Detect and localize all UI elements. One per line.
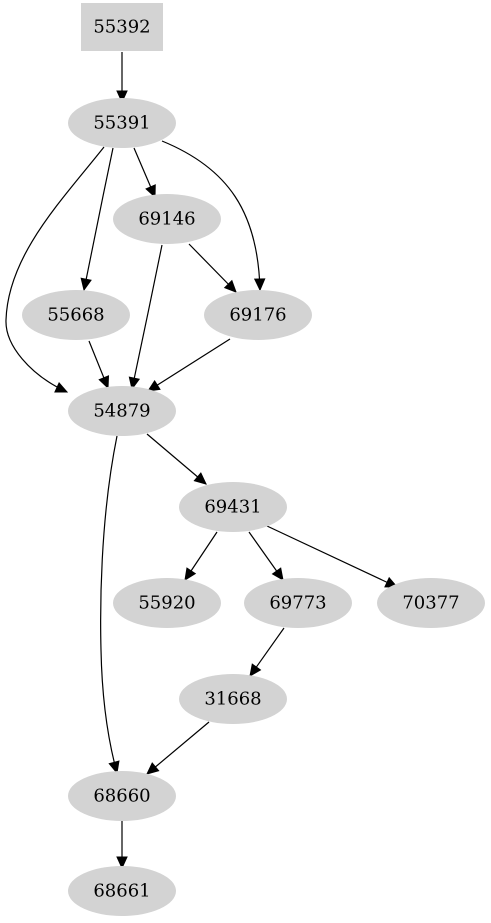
node-label: 69176 bbox=[229, 305, 286, 326]
node-ellipse bbox=[204, 290, 312, 340]
node-label: 55391 bbox=[93, 113, 150, 134]
edge-54879-69431 bbox=[146, 433, 207, 485]
edge-55391-55668 bbox=[80, 147, 114, 292]
arrowhead-icon bbox=[223, 279, 237, 293]
arrowhead-icon bbox=[116, 90, 128, 104]
node-69773: 69773 bbox=[244, 578, 352, 628]
node-label: 69146 bbox=[138, 209, 195, 230]
node-label: 68660 bbox=[93, 786, 150, 807]
node-68661: 68661 bbox=[68, 866, 176, 916]
arrowhead-icon bbox=[271, 567, 284, 581]
node-31668: 31668 bbox=[179, 674, 287, 724]
arrowhead-icon bbox=[146, 762, 160, 775]
arrowhead-icon bbox=[98, 375, 110, 390]
node-label: 68661 bbox=[93, 881, 150, 902]
arrowhead-icon bbox=[54, 381, 69, 393]
edge-31668-68660 bbox=[146, 721, 210, 775]
node-box bbox=[81, 3, 163, 51]
node-55920: 55920 bbox=[113, 578, 221, 628]
node-70377: 70377 bbox=[377, 578, 485, 628]
edge-line bbox=[146, 721, 210, 775]
node-ellipse bbox=[68, 866, 176, 916]
edge-line bbox=[5, 146, 105, 393]
node-label: 55668 bbox=[47, 305, 104, 326]
node-label: 70377 bbox=[402, 593, 459, 614]
node-ellipse bbox=[244, 578, 352, 628]
arrowhead-icon bbox=[184, 567, 197, 582]
node-label: 55920 bbox=[138, 593, 195, 614]
edge-line bbox=[83, 147, 114, 291]
node-ellipse bbox=[179, 674, 287, 724]
edge-55668-54879 bbox=[88, 340, 110, 390]
edge-69431-55920 bbox=[184, 531, 218, 582]
node-ellipse bbox=[68, 98, 176, 148]
edge-line bbox=[161, 140, 261, 291]
edge-68660-68661 bbox=[116, 821, 128, 870]
edge-55391-54879 bbox=[5, 146, 105, 393]
node-label: 69773 bbox=[269, 593, 326, 614]
edges-layer bbox=[5, 52, 399, 870]
node-ellipse bbox=[113, 194, 221, 244]
node-ellipse bbox=[68, 771, 176, 821]
edge-line bbox=[147, 338, 231, 392]
node-ellipse bbox=[22, 290, 130, 340]
node-ellipse bbox=[377, 578, 485, 628]
arrowhead-icon bbox=[128, 376, 141, 391]
node-label: 69431 bbox=[204, 497, 261, 518]
edge-69146-69176 bbox=[188, 243, 237, 293]
edge-55391-69176 bbox=[161, 140, 266, 292]
arrowhead-icon bbox=[249, 663, 262, 677]
edge-line bbox=[100, 435, 118, 774]
nodes-layer: 55392 55391 69146 55668 69176 54879 69431 55920… bbox=[22, 3, 485, 916]
edge-69146-54879 bbox=[128, 244, 163, 391]
arrowhead-icon bbox=[146, 379, 161, 392]
node-55392: 55392 bbox=[81, 3, 163, 51]
arrowhead-icon bbox=[145, 184, 156, 199]
arrowhead-icon bbox=[253, 278, 266, 292]
node-label: 31668 bbox=[204, 689, 261, 710]
edge-69431-70377 bbox=[266, 525, 399, 588]
node-69146: 69146 bbox=[113, 194, 221, 244]
arrowhead-icon bbox=[108, 760, 120, 775]
edge-line bbox=[146, 433, 207, 485]
arrowhead-icon bbox=[193, 472, 207, 485]
node-69431: 69431 bbox=[179, 482, 287, 532]
node-54879: 54879 bbox=[68, 386, 176, 436]
edge-69773-31668 bbox=[249, 627, 285, 677]
edge-line bbox=[131, 244, 163, 390]
node-68660: 68660 bbox=[68, 771, 176, 821]
edge-55391-69146 bbox=[133, 147, 156, 199]
arrowhead-icon bbox=[80, 277, 92, 292]
node-label: 55392 bbox=[93, 17, 150, 38]
node-55391: 55391 bbox=[68, 98, 176, 148]
edge-55392-55391 bbox=[116, 52, 128, 104]
edge-69431-69773 bbox=[248, 531, 284, 581]
edge-54879-68660 bbox=[100, 435, 120, 775]
edge-69176-54879 bbox=[146, 338, 231, 392]
arrowhead-icon bbox=[116, 856, 128, 870]
node-label: 54879 bbox=[93, 401, 150, 422]
edge-line bbox=[266, 525, 398, 588]
node-ellipse bbox=[179, 482, 287, 532]
node-55668: 55668 bbox=[22, 290, 130, 340]
node-ellipse bbox=[113, 578, 221, 628]
node-69176: 69176 bbox=[204, 290, 312, 340]
node-ellipse bbox=[68, 386, 176, 436]
